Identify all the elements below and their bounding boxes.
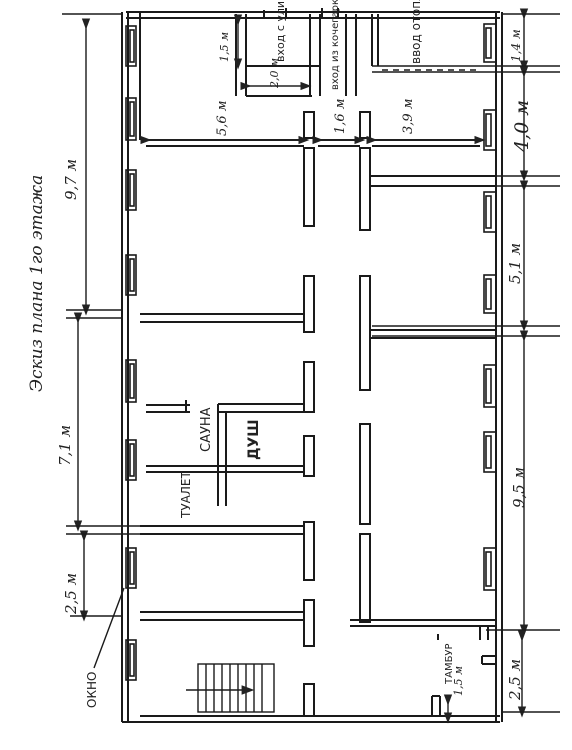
left-dimension-lines — [62, 13, 140, 622]
plan-title: Эскиз плана 1го этажа — [27, 175, 47, 392]
staircase — [186, 663, 275, 713]
label-sauna: САУНА — [199, 407, 214, 452]
dim-left-middle: 7,1 м — [56, 425, 74, 466]
windows-left — [125, 25, 137, 681]
entrance-partitions — [139, 8, 480, 140]
windows-right — [483, 23, 497, 591]
dim-vestibule-depth: 1,5 м — [452, 666, 465, 696]
dim-corridor: 1,6 м — [333, 98, 348, 134]
window-pointer — [93, 587, 125, 669]
dim-depth-right: 3,9 м — [401, 98, 416, 134]
label-window: ОКНО — [85, 672, 99, 708]
dim-entrance-width: 1,5 м — [218, 32, 231, 62]
dim-right-lower: 9,5 м — [510, 467, 528, 508]
label-toilet: ТУАЛЕТ — [179, 471, 193, 519]
dim-left-lower: 2,5 м — [62, 573, 80, 615]
dim-right-upper: 4,0 м — [511, 100, 533, 153]
depth-dimension-lines — [140, 14, 486, 724]
dim-right-mid: 5,1 м — [506, 243, 524, 284]
dim-right-bottom: 2,5 м — [506, 659, 524, 701]
label-shower: ДУШ — [246, 419, 262, 460]
vestibule-walls — [431, 626, 496, 716]
label-street-entrance: вход с улицы — [274, 0, 287, 62]
dim-right-top: 1,4 м — [509, 29, 523, 62]
dim-left-total: 9,7 м — [62, 159, 80, 200]
dim-depth-left: 5,6 м — [215, 100, 230, 136]
sauna-partitions — [146, 400, 304, 506]
partition-left-column — [303, 111, 315, 717]
partition-right-column — [359, 111, 371, 623]
dim-entrance-depth: 2,0 м — [268, 58, 281, 89]
label-heating-inlet: ввод отопления — [409, 0, 423, 64]
label-yard-entrance: вход из кочегарки — [330, 0, 341, 90]
room-partitions — [140, 139, 496, 627]
label-vestibule: ТАМБУР — [444, 643, 455, 685]
